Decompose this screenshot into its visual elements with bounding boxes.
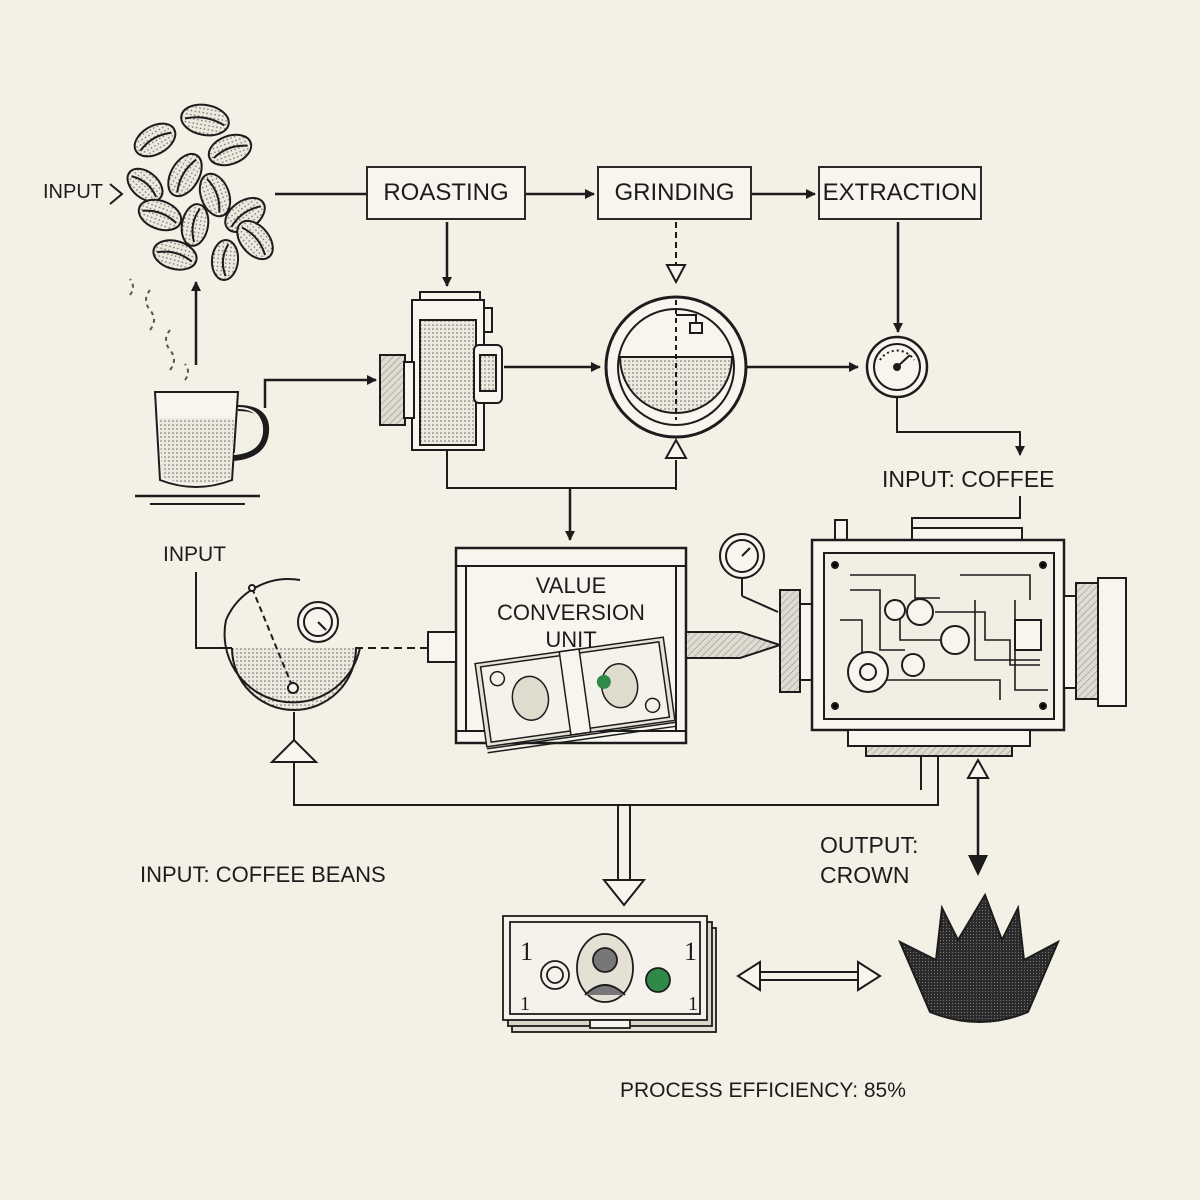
unit-title-line1: VALUE: [535, 573, 607, 598]
unit-title-line3: UNIT: [545, 627, 597, 652]
cash-stack-icon-small: [474, 636, 676, 754]
grinding-box: GRINDING: [597, 166, 752, 220]
output-crown-label: OUTPUT: CROWN: [820, 830, 918, 890]
crown-icon: [898, 892, 1061, 1023]
input-label-top: INPUT: [43, 181, 103, 203]
bill-denomination-bottom-right: 1: [688, 993, 698, 1015]
coffee-beans-icon: [126, 103, 274, 281]
output-line2: CROWN: [820, 862, 910, 888]
input-coffee-label: INPUT: COFFEE: [882, 466, 1055, 492]
unit-title-line2: CONVERSION: [497, 600, 645, 625]
grinding-label: GRINDING: [614, 179, 735, 206]
engine-machine-icon: [779, 519, 1127, 757]
steam-icon: [129, 278, 189, 381]
bill-denomination-left: 1: [520, 937, 533, 966]
coffee-cup-icon: [135, 391, 270, 505]
grinder-icon: [604, 295, 748, 439]
unit-title: VALUE CONVERSION UNIT: [466, 572, 676, 653]
input-chevron-icon: [109, 183, 124, 205]
output-line1: OUTPUT:: [820, 832, 919, 858]
roasting-box: ROASTING: [366, 166, 526, 220]
roaster-machine-icon: [379, 291, 503, 451]
scale-icon: [223, 578, 361, 763]
bill-denomination-right: 1: [684, 937, 697, 966]
extraction-box: EXTRACTION: [818, 166, 982, 220]
extraction-label: EXTRACTION: [822, 179, 978, 206]
pressure-gauge-icon-small: [719, 533, 779, 613]
input-coffee-beans-label: INPUT: COFFEE BEANS: [140, 862, 386, 887]
input-label-left: INPUT: [163, 543, 226, 566]
process-efficiency-label: PROCESS EFFICIENCY: 85%: [620, 1079, 906, 1102]
roasting-label: ROASTING: [383, 179, 509, 206]
pressure-gauge-icon: [865, 335, 929, 399]
cash-stack-icon: [502, 915, 717, 1033]
bill-denomination-bottom-left: 1: [520, 993, 530, 1015]
